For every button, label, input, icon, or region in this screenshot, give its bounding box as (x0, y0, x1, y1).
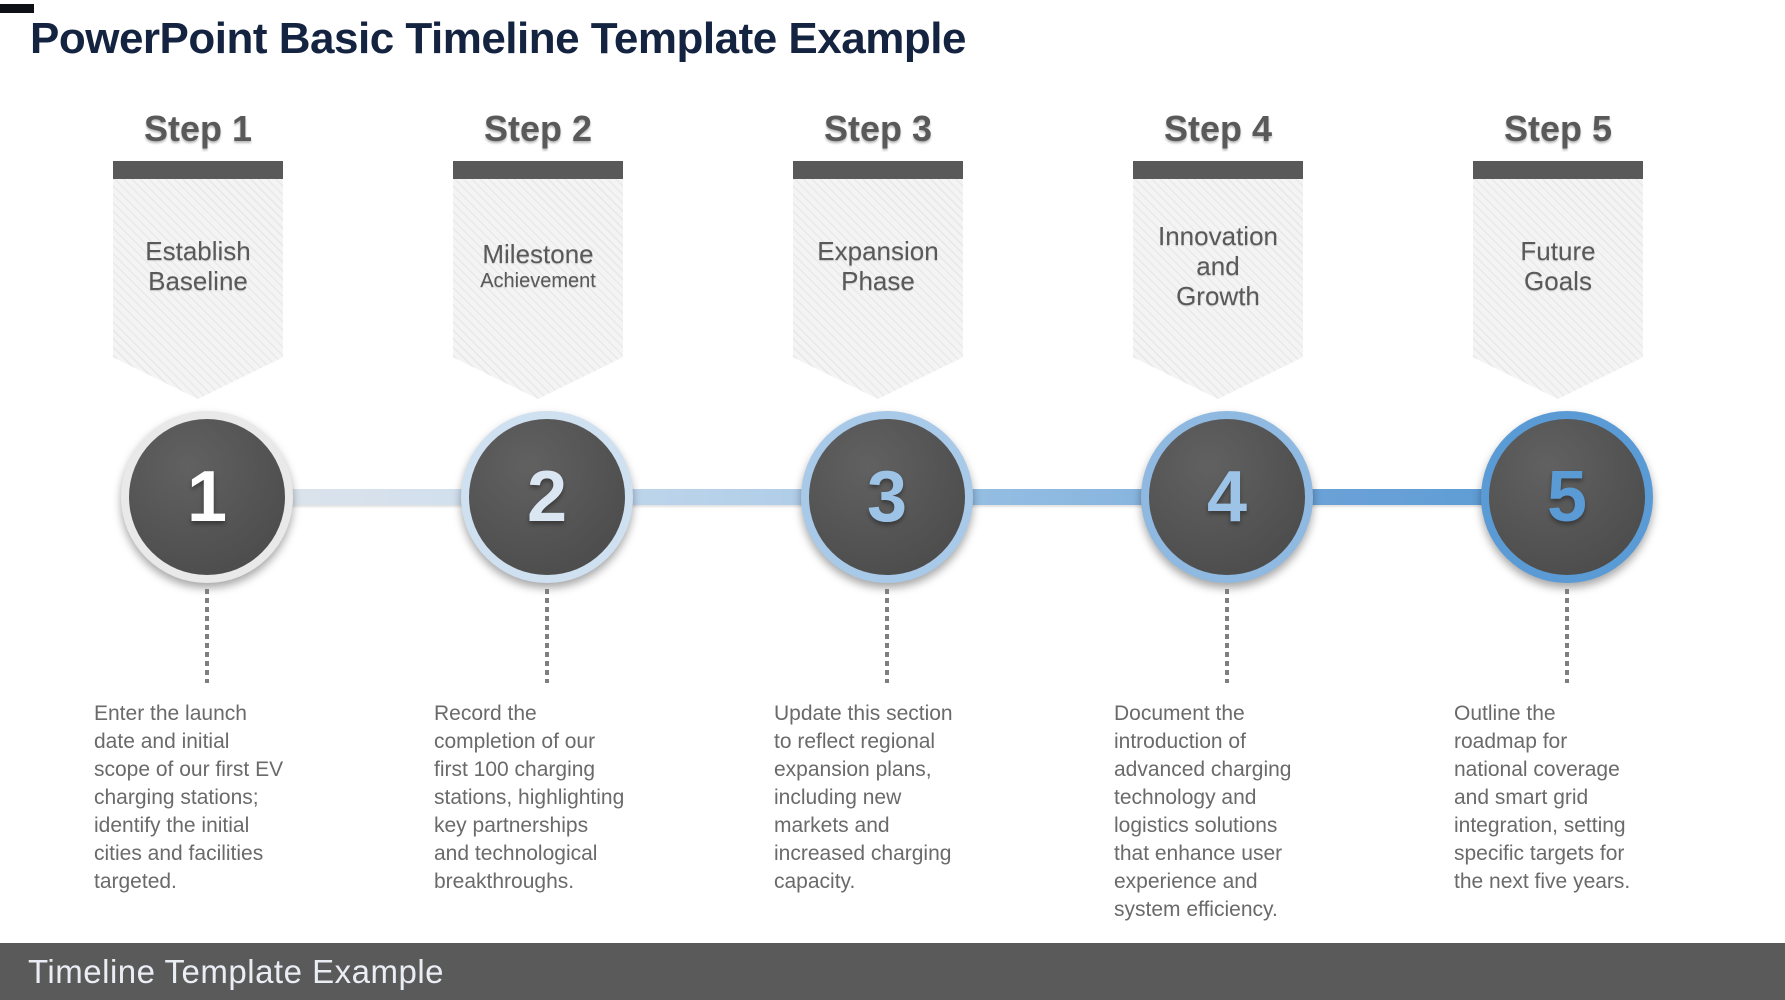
dotted-connector-line (545, 589, 549, 683)
step-description: Outline the roadmap for national coverag… (1454, 702, 1631, 893)
banner-label: Future Goals (1520, 236, 1596, 296)
step-number: 2 (526, 457, 568, 537)
banner-label: Milestone (482, 239, 594, 269)
step-number: 1 (186, 457, 228, 537)
footer-bar: Timeline Template Example (0, 943, 1785, 1000)
dotted-connector-line (1225, 589, 1229, 683)
step-number-circle-fill: 4 (1149, 419, 1305, 575)
banner-pennant: Milestone Achievement (453, 179, 623, 399)
step-number-circle: 1 (121, 411, 293, 583)
corner-mark (0, 4, 34, 13)
step-description: Record the completion of our first 100 c… (434, 702, 625, 893)
banner-ribbon-top (113, 161, 283, 179)
step-description: Update this section to reflect regional … (774, 702, 953, 893)
dotted-connector-line (1565, 589, 1569, 683)
banner-ribbon-top (793, 161, 963, 179)
timeline-step: Step 1 Establish Baseline 1 Enter the la… (88, 108, 308, 968)
step-number: 3 (866, 457, 908, 537)
step-number-circle: 3 (801, 411, 973, 583)
timeline-step: Step 5 Future Goals 5 Outline the roadma… (1448, 108, 1668, 968)
footer-title: Timeline Template Example (28, 953, 445, 990)
step-heading: Step 3 (823, 108, 933, 149)
step-number-circle: 4 (1141, 411, 1313, 583)
banner-pennant: Establish Baseline (113, 179, 283, 399)
banner-label: Innovation and Growth (1158, 221, 1278, 311)
banner-ribbon-top (1473, 161, 1643, 179)
step-number: 5 (1546, 457, 1588, 537)
banner-pennant: Future Goals (1473, 179, 1643, 399)
step-heading: Step 2 (483, 108, 593, 149)
step-heading: Step 1 (143, 108, 253, 149)
step-number-circle-fill: 5 (1489, 419, 1645, 575)
banner-label: Establish Baseline (145, 236, 251, 296)
banner-label: Expansion Phase (817, 236, 939, 296)
timeline-step: Step 4 Innovation and Growth 4 Document … (1108, 108, 1328, 968)
banner-ribbon-top (1133, 161, 1303, 179)
step-number-circle: 5 (1481, 411, 1653, 583)
banner-sublabel: Achievement (480, 270, 596, 292)
step-number-circle-fill: 2 (469, 419, 625, 575)
timeline-step: Step 3 Expansion Phase 3 Update this sec… (768, 108, 988, 968)
timeline-step: Step 2 Milestone Achievement 2 Record th… (428, 108, 648, 968)
step-number-circle-fill: 1 (129, 419, 285, 575)
dotted-connector-line (205, 589, 209, 683)
banner-pennant: Expansion Phase (793, 179, 963, 399)
banner-ribbon-top (453, 161, 623, 179)
page-title: PowerPoint Basic Timeline Template Examp… (30, 14, 966, 63)
dotted-connector-line (885, 589, 889, 683)
step-heading: Step 4 (1163, 108, 1273, 149)
step-number-circle: 2 (461, 411, 633, 583)
step-description: Document the introduction of advanced ch… (1114, 702, 1292, 921)
step-description: Enter the launch date and initial scope … (94, 702, 284, 893)
step-number: 4 (1206, 457, 1248, 537)
banner-pennant: Innovation and Growth (1133, 179, 1303, 399)
step-heading: Step 5 (1503, 108, 1613, 149)
step-number-circle-fill: 3 (809, 419, 965, 575)
